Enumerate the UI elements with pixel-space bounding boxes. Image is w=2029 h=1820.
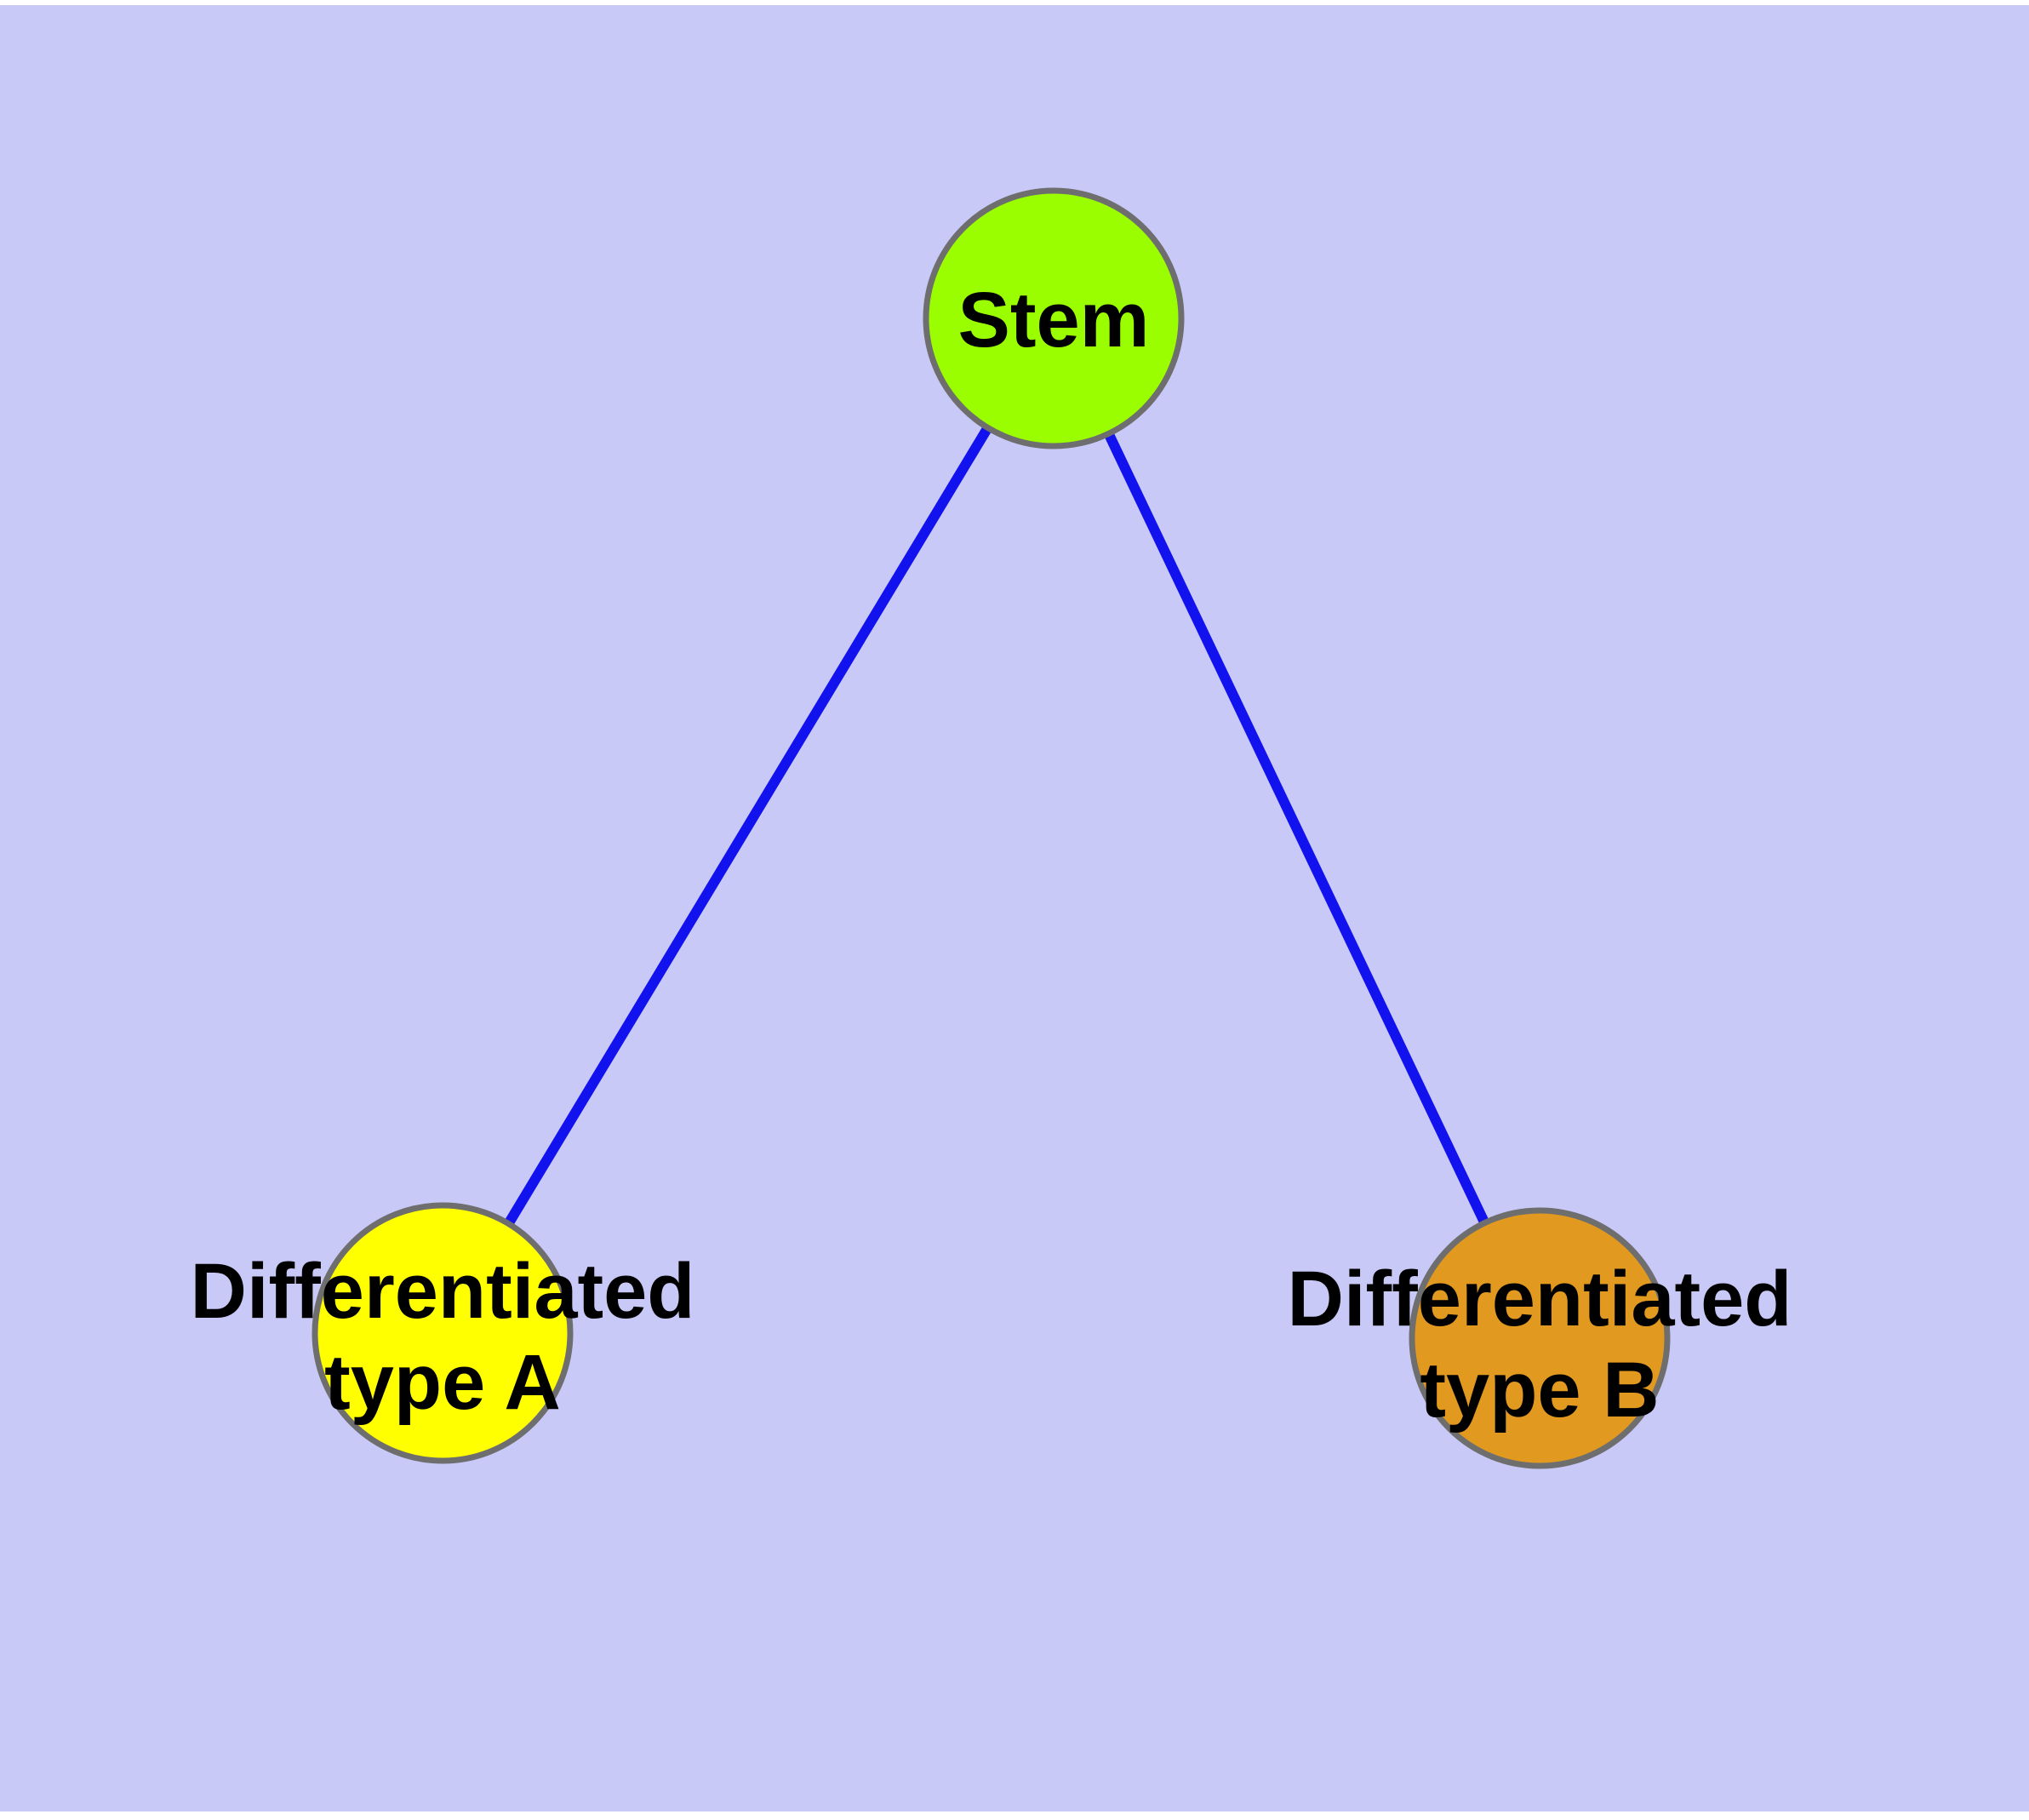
node-stem bbox=[923, 187, 1185, 449]
node-differentiated-type-b bbox=[1409, 1207, 1671, 1469]
node-type-a-label-line1: Differentiated bbox=[191, 1248, 695, 1335]
node-differentiated-type-a bbox=[311, 1202, 574, 1464]
node-type-a-label-line2: type A bbox=[324, 1339, 561, 1426]
node-type-b-label-line2: type B bbox=[1420, 1347, 1659, 1434]
edge-stem-to-type-b bbox=[1049, 316, 1545, 1341]
node-type-b-label-line1: Differentiated bbox=[1288, 1256, 1792, 1342]
node-stem-label: Stem bbox=[958, 277, 1150, 363]
edge-stem-to-type-a bbox=[437, 315, 1059, 1336]
